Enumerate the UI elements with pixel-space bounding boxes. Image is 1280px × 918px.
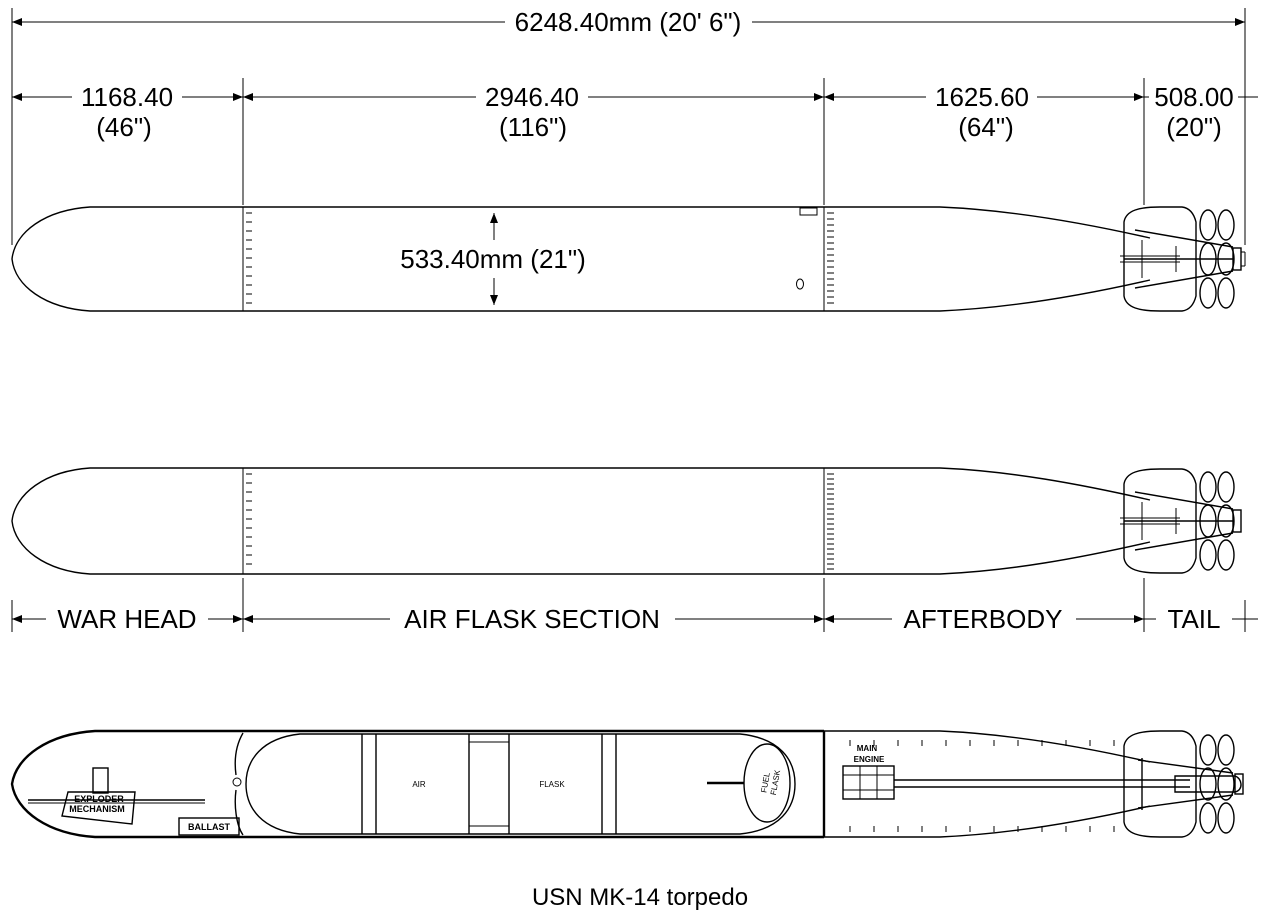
figure-caption: USN MK-14 torpedo	[532, 884, 748, 911]
warhead-label: WAR HEAD	[57, 604, 196, 634]
torpedo-side-view: 533.40mm (21")	[11, 206, 1246, 312]
engine-label-1: MAIN	[857, 744, 878, 753]
tail-length-in: (20")	[1166, 112, 1221, 142]
ballast-label: BALLAST	[188, 822, 230, 832]
air-label: AIR	[412, 780, 426, 789]
afterbody-length-in: (64")	[958, 112, 1013, 142]
section-labels: WAR HEAD AIR FLASK SECTION AFTERBODY TAI…	[11, 578, 1258, 634]
overall-length-label: 6248.40mm (20' 6")	[515, 7, 742, 37]
engine-label-2: ENGINE	[854, 755, 885, 764]
air-flask: AIR FLASK	[245, 733, 796, 835]
exploder-label-2: MECHANISM	[69, 804, 125, 814]
warhead-length-in: (46")	[96, 112, 151, 142]
ballast: BALLAST	[178, 817, 240, 836]
section-joint-ticks	[246, 473, 834, 570]
tail-label: TAIL	[1168, 604, 1221, 634]
fuel-label-1: FUEL	[759, 771, 772, 793]
tail-length-mm: 508.00	[1154, 82, 1234, 112]
airflask-length-in: (116")	[499, 112, 567, 142]
torpedo-plan-view	[11, 467, 1242, 575]
diameter-label: 533.40mm (21")	[400, 244, 586, 274]
afterbody-length-mm: 1625.60	[935, 82, 1029, 112]
warhead-length-mm: 1168.40	[81, 82, 173, 112]
vent-port	[796, 278, 804, 290]
access-port	[799, 207, 818, 216]
main-engine: MAIN ENGINE	[842, 744, 1190, 800]
tail-assembly-side	[1120, 206, 1246, 312]
overall-dimension: 6248.40mm (20' 6")	[11, 7, 1246, 245]
fuel-label-2: FLASK	[769, 769, 782, 796]
torpedo-cutaway-view: EXPLODER MECHANISM BALLAST AIR FLASK FUE	[10, 729, 1244, 839]
airflask-label: AIR FLASK SECTION	[404, 604, 660, 634]
exploder-mechanism: EXPLODER MECHANISM	[28, 767, 205, 825]
tail-assembly-cutaway	[1123, 730, 1244, 838]
fuel-flask: FUEL FLASK	[743, 743, 791, 823]
afterbody-ticks	[849, 740, 1115, 832]
section-dimensions: 1168.40 (46") 2946.40 (116") 1625.60 (64…	[12, 78, 1258, 205]
airflask-length-mm: 2946.40	[485, 82, 579, 112]
exploder-label-1: EXPLODER	[74, 794, 124, 804]
flask-label: FLASK	[539, 780, 565, 789]
afterbody-label: AFTERBODY	[904, 604, 1063, 634]
tail-assembly-plan	[1120, 468, 1242, 574]
section-joint-ticks	[246, 212, 834, 304]
